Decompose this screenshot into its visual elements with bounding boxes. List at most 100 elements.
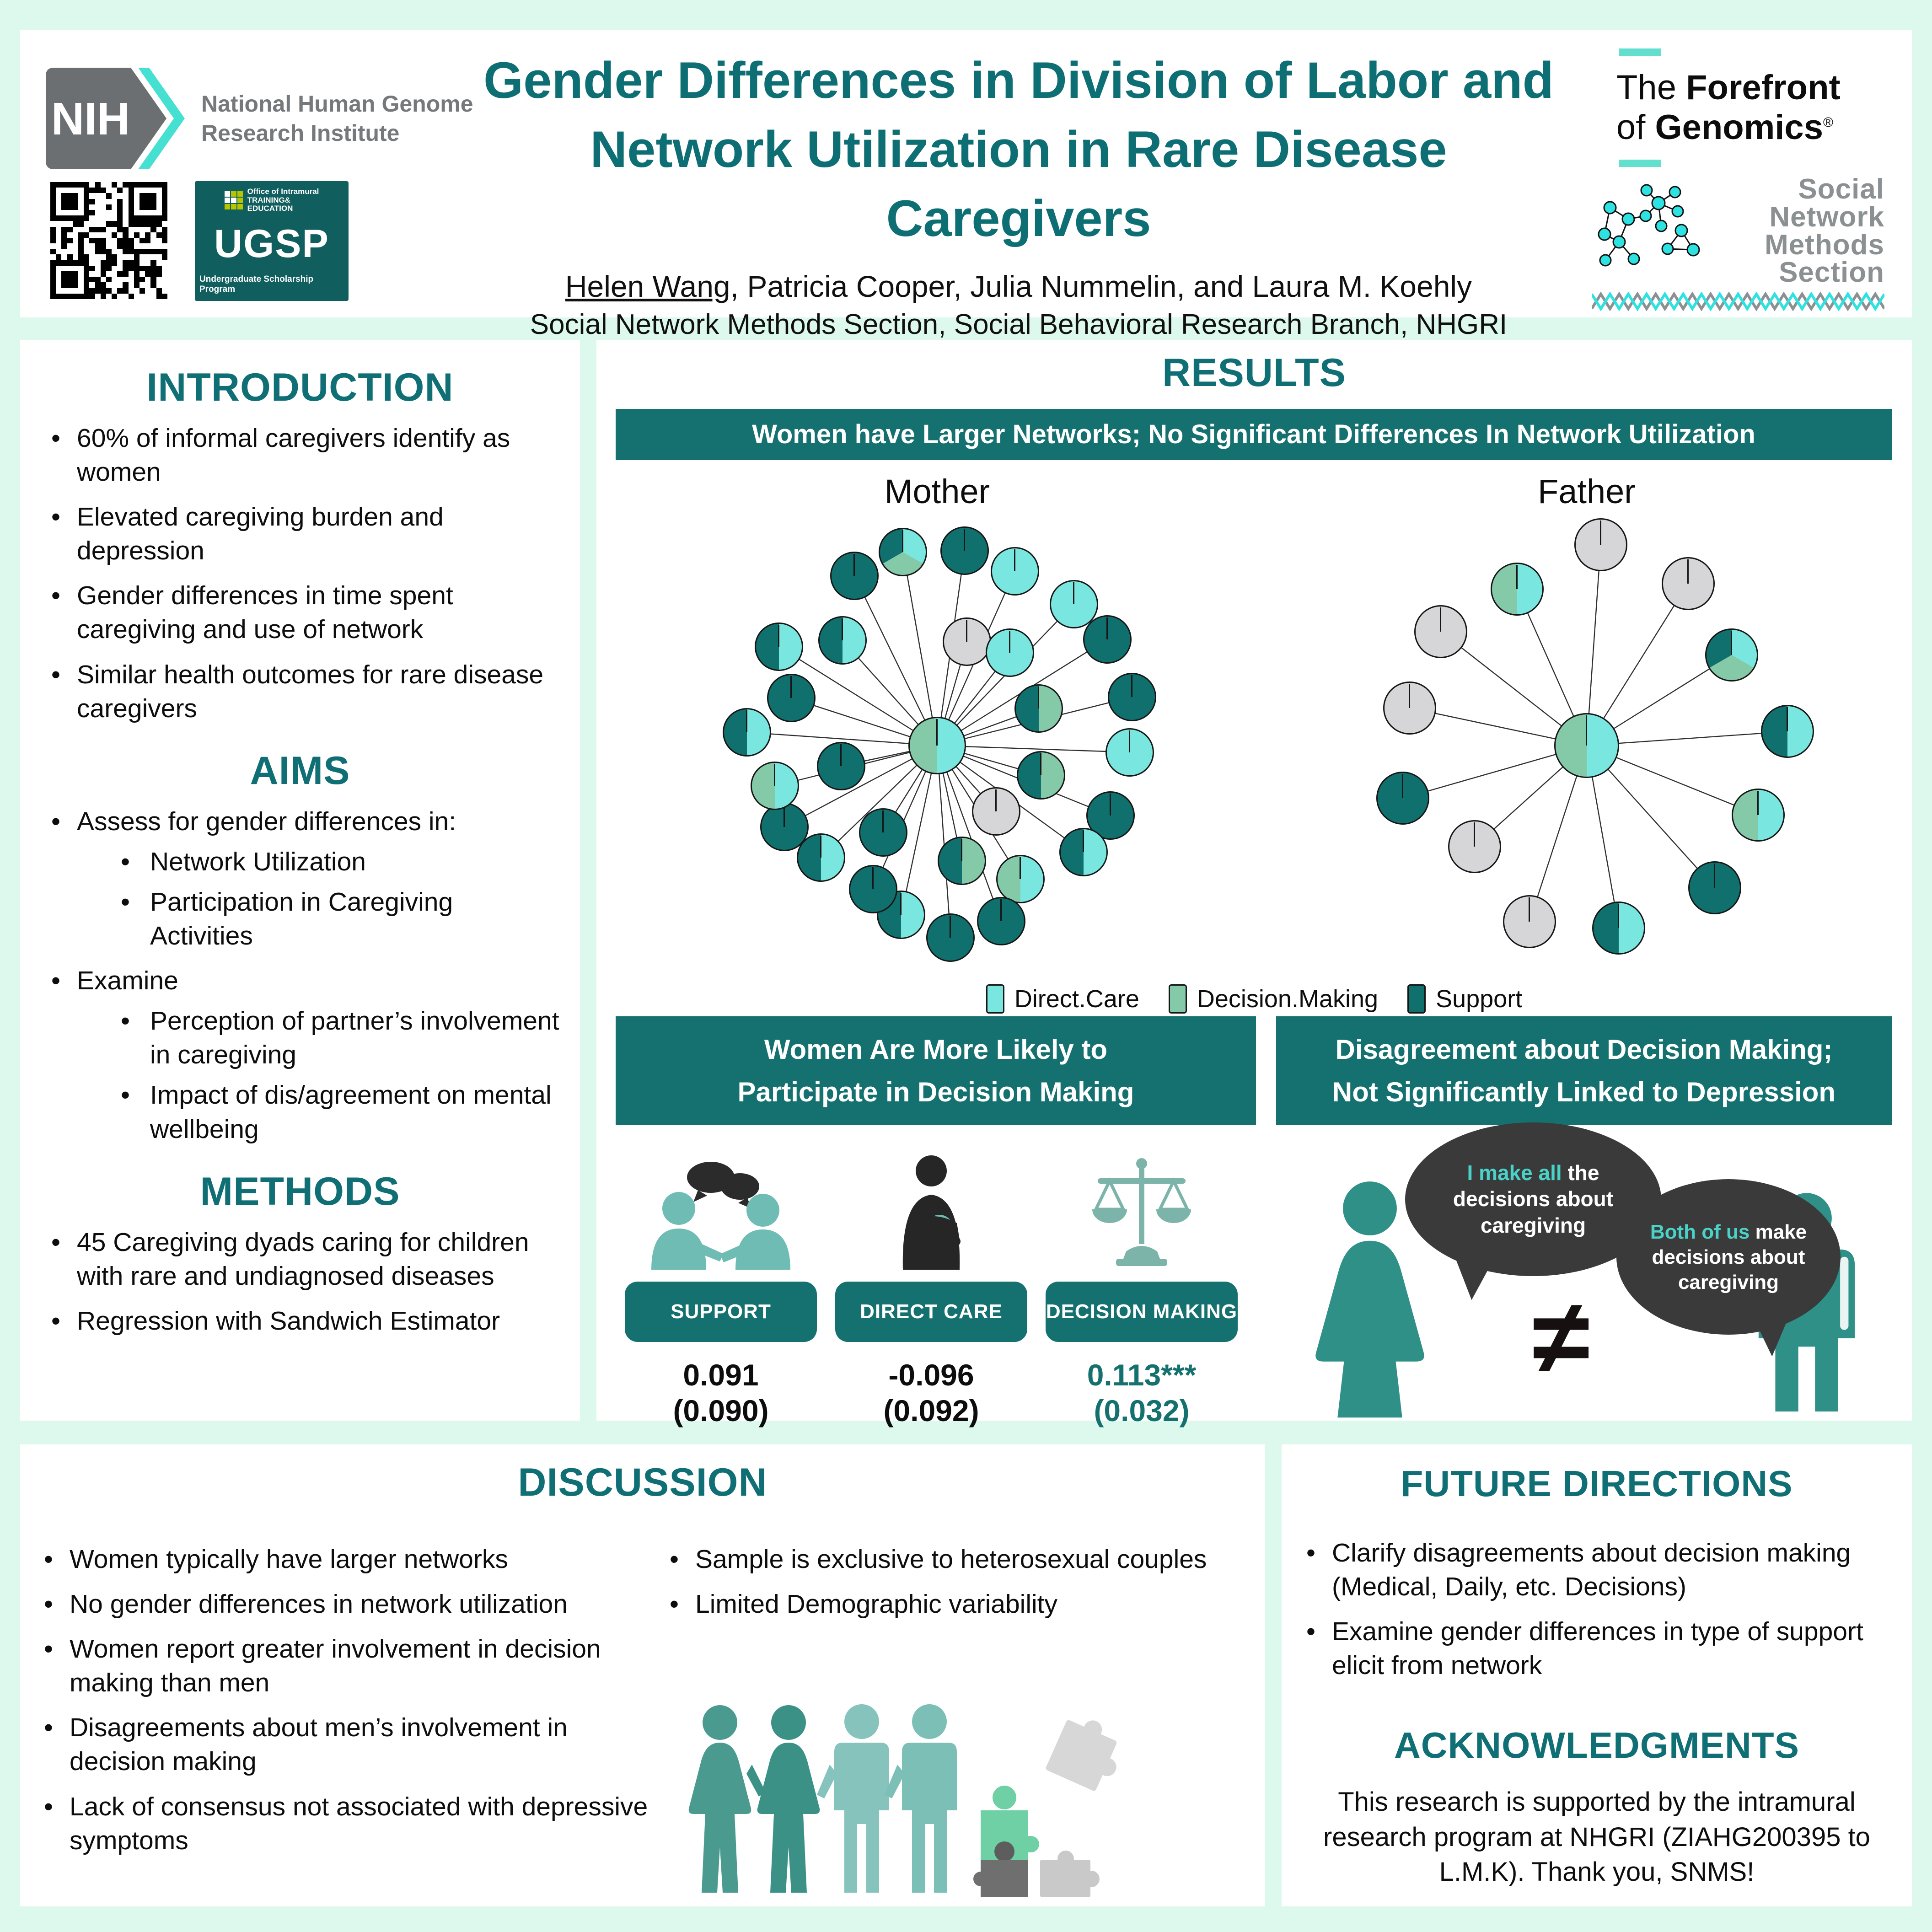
couples-diversity-illustration xyxy=(679,1701,1150,1897)
bullet-item: Assess for gender differences in: Networ… xyxy=(40,805,560,953)
decision-making-coefficient: 0.113*** xyxy=(1087,1358,1197,1392)
network-node xyxy=(937,837,986,886)
future-directions-panel: FUTURE DIRECTIONS Clarify disagreements … xyxy=(1282,1444,1912,1906)
network-node xyxy=(751,762,800,810)
aims-subitem-text: Impact of dis/agreement on mental wellbe… xyxy=(150,1080,552,1144)
ugsp-office-text: Office of Intramural TRAINING& EDUCATION xyxy=(247,187,319,213)
aims-list: Assess for gender differences in: Networ… xyxy=(40,805,560,1146)
aims-subitem-text: Network Utilization xyxy=(150,847,366,876)
network-node xyxy=(990,547,1039,596)
bullet-item: Elevated caregiving burden and depressio… xyxy=(40,500,560,568)
network-node xyxy=(797,833,846,882)
network-node xyxy=(940,526,989,575)
network-node xyxy=(849,865,898,914)
affiliation-line: Social Network Methods Section, Social B… xyxy=(530,308,1508,340)
bubble2-highlight: Both of us xyxy=(1650,1220,1750,1243)
network-node xyxy=(1592,901,1646,955)
direct-care-icon xyxy=(835,1154,1027,1270)
introduction-heading: INTRODUCTION xyxy=(146,365,454,409)
training-education-icon xyxy=(224,191,243,210)
nih-acronym: NIH xyxy=(51,93,130,145)
future-directions-heading: FUTURE DIRECTIONS xyxy=(1401,1463,1793,1504)
network-node xyxy=(1106,728,1154,777)
nih-org-line2: Research Institute xyxy=(201,120,400,146)
snms-line1: Social xyxy=(1798,173,1884,205)
results-heading: RESULTS xyxy=(1162,351,1346,395)
header-panel: NIH National Human Genome Research Insti… xyxy=(20,30,1912,340)
network-node xyxy=(1760,705,1814,758)
stat-direct-care: DIRECT CARE -0.096 (0.092) xyxy=(835,1154,1027,1429)
network-node xyxy=(760,802,809,851)
bullet-item: Gender differences in time spent caregiv… xyxy=(40,579,560,646)
network-node xyxy=(1732,788,1785,842)
discussion-panel: DISCUSSION Women typically have larger n… xyxy=(20,1444,1265,1906)
network-center-node xyxy=(1554,713,1619,778)
network-node xyxy=(1049,580,1098,628)
discussion-list-left: Women typically have larger networksNo g… xyxy=(33,1531,651,1868)
network-node xyxy=(1574,518,1627,572)
network-node xyxy=(830,551,879,600)
bullet-item: Sample is exclusive to heterosexual coup… xyxy=(659,1542,1253,1576)
speech-bubble-father: Both of us make decisions about caregivi… xyxy=(1616,1179,1841,1335)
direct-legend-swatch-icon xyxy=(986,984,1004,1014)
bullet-subitem: Participation in Caregiving Activities xyxy=(77,885,560,953)
nih-org-line1: National Human Genome xyxy=(201,91,473,117)
network-motif-icon xyxy=(1598,184,1700,267)
forefront-line2-bold: Genomics xyxy=(1655,108,1823,147)
network-node xyxy=(1059,827,1108,876)
forefront-line2-normal: of xyxy=(1616,108,1655,147)
woman-silhouette-icon xyxy=(1315,1181,1424,1418)
introduction-list: 60% of informal caregivers identify as w… xyxy=(40,421,560,725)
forefront-line1-normal: The xyxy=(1616,68,1686,107)
direct-care-pill: DIRECT CARE xyxy=(835,1282,1027,1342)
bullet-item: Clarify disagreements about decision mak… xyxy=(1295,1536,1899,1604)
results-banner-decision: Women Are More Likely to Participate in … xyxy=(616,1016,1256,1125)
direct-care-coefficient: -0.096 xyxy=(888,1358,974,1392)
bubble1-highlight: I make all xyxy=(1467,1160,1562,1185)
authors-rest: , Patricia Cooper, Julia Nummelin, and L… xyxy=(730,269,1472,303)
mother-network-label: Mother xyxy=(884,472,990,510)
ugsp-acronym: UGSP xyxy=(214,221,329,266)
registered-mark: ® xyxy=(1823,115,1834,131)
legend-label: Support xyxy=(1436,985,1523,1013)
bullet-item: Women report greater involvement in deci… xyxy=(33,1632,651,1700)
bullet-item: Limited Demographic variability xyxy=(659,1587,1253,1621)
network-node xyxy=(1376,772,1430,825)
network-node xyxy=(996,854,1045,903)
decision-making-estimate: 0.113*** (0.032) xyxy=(1046,1358,1238,1429)
dna-strip-icon xyxy=(1590,291,1886,311)
author-presenting: Helen Wang xyxy=(565,269,730,303)
mother-network-chart xyxy=(610,510,1264,981)
forefront-text: The Forefront of Genomics® xyxy=(1616,68,1873,148)
intro-aims-methods-panel: INTRODUCTION 60% of informal caregivers … xyxy=(20,340,580,1421)
bullet-item: Examine gender differences in type of su… xyxy=(1295,1615,1899,1682)
legend-label: Direct.Care xyxy=(1014,985,1139,1013)
support-estimate: 0.091 (0.090) xyxy=(625,1358,817,1429)
network-node xyxy=(722,708,771,757)
ugsp-logo: Office of Intramural TRAINING& EDUCATION… xyxy=(195,181,349,301)
father-network-label: Father xyxy=(1538,472,1636,510)
support-pill: SUPPORT xyxy=(625,1282,817,1342)
legend-item: Support xyxy=(1407,984,1522,1014)
aims-subitem-text: Perception of partner’s involvement in c… xyxy=(150,1006,559,1070)
bubble2-rest: make decisions about caregiving xyxy=(1652,1220,1807,1293)
network-node xyxy=(816,741,865,790)
ugsp-training-education: Office of Intramural TRAINING& EDUCATION xyxy=(224,187,319,213)
bullet-item: Women typically have larger networks xyxy=(33,1542,651,1576)
network-node xyxy=(1503,895,1556,948)
nih-emblem-icon: NIH xyxy=(46,68,185,169)
aims-item-text: Assess for gender differences in: xyxy=(77,806,456,836)
support-legend-swatch-icon xyxy=(1407,984,1426,1014)
qr-grid xyxy=(50,182,167,299)
network-node xyxy=(972,787,1021,836)
network-node xyxy=(926,913,975,962)
network-node xyxy=(1414,605,1467,658)
decision-legend-swatch-icon xyxy=(1168,984,1187,1014)
decision-making-se: (0.032) xyxy=(1094,1393,1190,1428)
father-network-chart xyxy=(1273,510,1900,981)
network-node xyxy=(977,896,1025,945)
acknowledgments-text: This research is supported by the intram… xyxy=(1323,1787,1870,1887)
snms-line3: Methods xyxy=(1765,229,1884,261)
legend-label: Decision.Making xyxy=(1197,985,1379,1013)
